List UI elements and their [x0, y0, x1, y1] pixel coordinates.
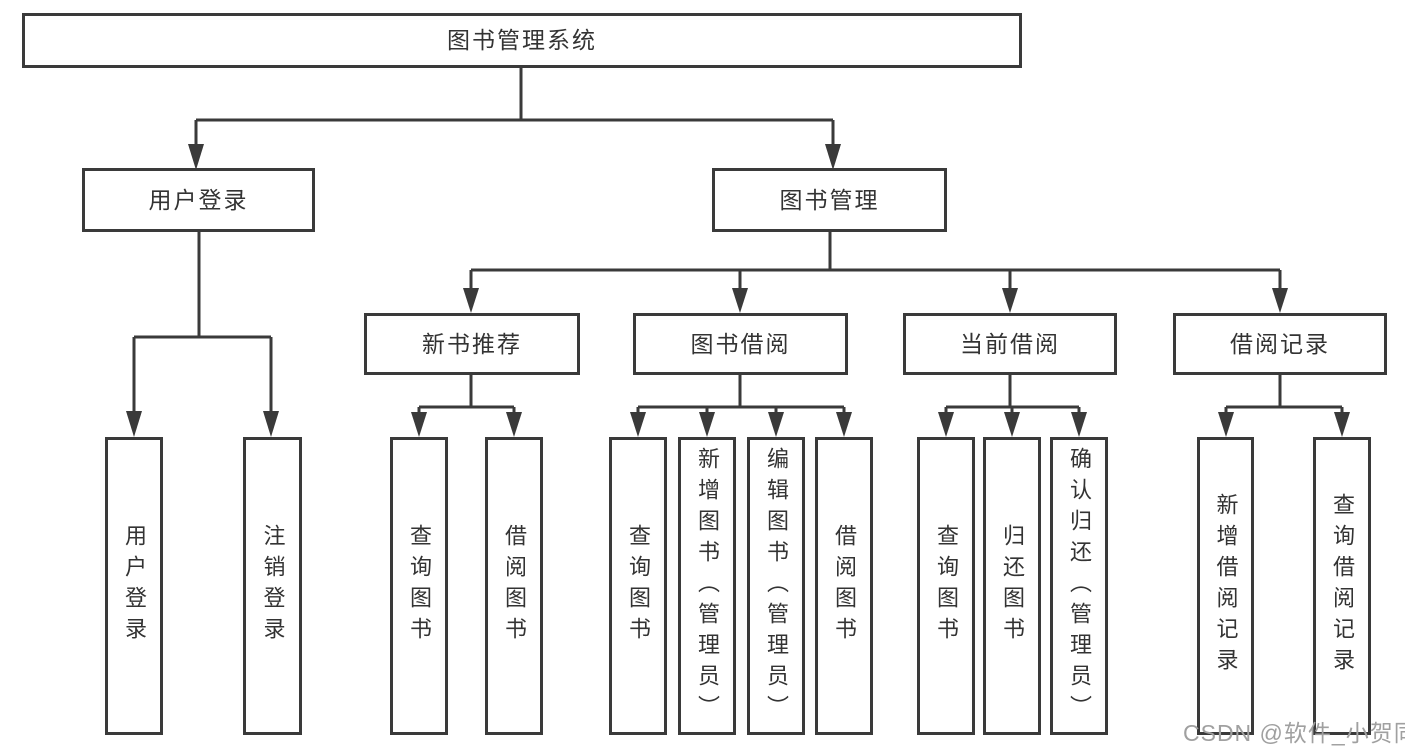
- arrow-down-icon: [1218, 412, 1234, 437]
- edge-line: [1224, 373, 1344, 414]
- arrow-down-icon: [699, 412, 715, 437]
- node-root-system: 图书管理系统: [22, 13, 1022, 68]
- edge-root-to-level2: [188, 66, 841, 170]
- leaf-borrow-books-recommend: 借阅图书: [485, 437, 543, 735]
- arrow-down-icon: [263, 411, 279, 437]
- node-book-management: 图书管理: [712, 168, 947, 232]
- leaf-borrow-books: 借阅图书: [815, 437, 873, 735]
- edge-line: [132, 230, 273, 413]
- arrow-down-icon: [463, 288, 479, 313]
- node-new-book-recommend: 新书推荐: [364, 313, 580, 375]
- leaf-query-books-current: 查询图书: [917, 437, 975, 735]
- arrow-down-icon: [768, 412, 784, 437]
- edge-line: [636, 373, 846, 414]
- leaf-add-borrow-record: 新增借阅记录: [1197, 437, 1254, 735]
- edge-book-borrow-to-leaves: [630, 373, 852, 437]
- leaf-query-borrow-record: 查询借阅记录: [1313, 437, 1371, 735]
- arrow-down-icon: [938, 412, 954, 437]
- edge-current-borrow-to-leaves: [938, 373, 1087, 437]
- edge-line: [194, 66, 835, 146]
- edge-user-login-to-leaves: [126, 230, 279, 437]
- edge-line: [469, 230, 1282, 290]
- arrow-down-icon: [630, 412, 646, 437]
- node-borrowing-records: 借阅记录: [1173, 313, 1387, 375]
- arrow-down-icon: [126, 411, 142, 437]
- leaf-logout: 注销登录: [243, 437, 302, 735]
- leaf-edit-books-admin: 编辑图书（管理员）: [747, 437, 805, 735]
- leaf-return-books: 归还图书: [983, 437, 1041, 735]
- leaf-add-books-admin: 新增图书（管理员）: [678, 437, 736, 735]
- node-book-borrowing: 图书借阅: [633, 313, 848, 375]
- arrow-down-icon: [825, 144, 841, 170]
- edge-line: [417, 373, 516, 414]
- arrow-down-icon: [506, 412, 522, 437]
- node-current-borrowing: 当前借阅: [903, 313, 1117, 375]
- edge-book-mgmt-to-level3: [463, 230, 1288, 313]
- arrow-down-icon: [1002, 288, 1018, 313]
- leaf-query-books-recommend: 查询图书: [390, 437, 448, 735]
- arrow-down-icon: [1004, 412, 1020, 437]
- edge-borrow-records-to-leaves: [1218, 373, 1350, 437]
- arrow-down-icon: [836, 412, 852, 437]
- arrow-down-icon: [1071, 412, 1087, 437]
- arrow-down-icon: [1272, 288, 1288, 313]
- leaf-user-login: 用户登录: [105, 437, 163, 735]
- arrow-down-icon: [411, 412, 427, 437]
- leaf-confirm-return-admin: 确认归还（管理员）: [1050, 437, 1108, 735]
- arrow-down-icon: [732, 288, 748, 313]
- node-user-login: 用户登录: [82, 168, 315, 232]
- arrow-down-icon: [188, 144, 204, 170]
- leaf-query-books-borrowing: 查询图书: [609, 437, 667, 735]
- watermark: CSDN @软件_小贺同学: [1183, 720, 1405, 746]
- edge-new-book-to-leaves: [411, 373, 522, 437]
- arrow-down-icon: [1334, 412, 1350, 437]
- edge-line: [944, 373, 1081, 414]
